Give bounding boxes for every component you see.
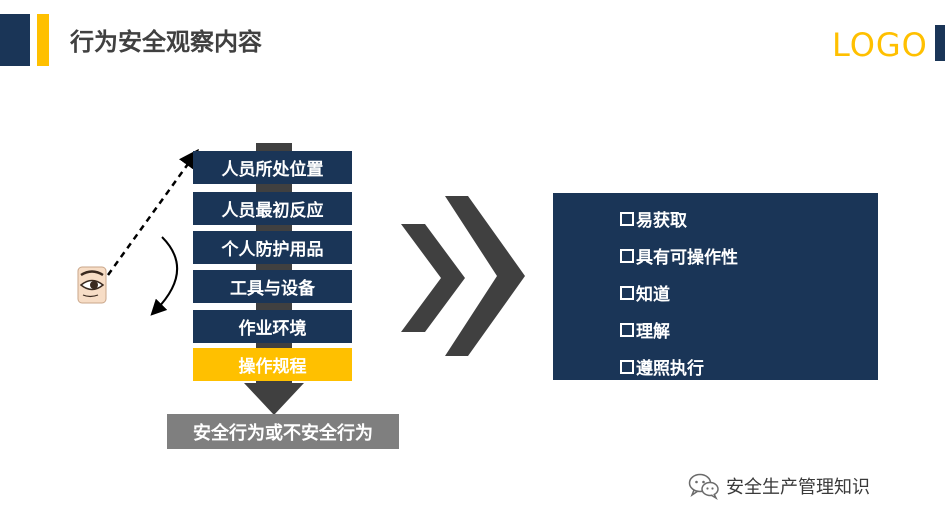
outcome-box: 安全行为或不安全行为 xyxy=(167,414,399,449)
checkbox-icon xyxy=(620,248,634,263)
page-title: 行为安全观察内容 xyxy=(70,28,262,56)
double-chevron-icon xyxy=(401,196,525,356)
header-accent-bar xyxy=(37,14,49,66)
watermark: 安全生产管理知识 xyxy=(688,472,870,500)
eye-icon xyxy=(77,266,107,304)
requirements-panel xyxy=(553,193,878,380)
stack-item-procedures: 操作规程 xyxy=(193,348,352,381)
sight-line-dashed-arrow xyxy=(106,148,199,276)
requirement-label: 遵照执行 xyxy=(636,359,704,379)
requirement-label: 知道 xyxy=(636,285,670,305)
requirement-item: 遵照执行 xyxy=(620,354,704,379)
stack-item-ppe: 个人防护用品 xyxy=(193,231,352,264)
stack-item-tools: 工具与设备 xyxy=(193,270,352,303)
header-right-navy-block xyxy=(935,25,945,61)
header-navy-block xyxy=(0,14,30,66)
requirement-item: 知道 xyxy=(620,280,670,305)
scan-curve-arrow xyxy=(150,236,178,316)
stack-item-position: 人员所处位置 xyxy=(193,151,352,184)
observation-lines xyxy=(106,148,199,316)
stack-item-reaction: 人员最初反应 xyxy=(193,192,352,225)
stack-item-environment: 作业环境 xyxy=(193,310,352,343)
watermark-text: 安全生产管理知识 xyxy=(726,477,870,498)
wechat-icon xyxy=(688,473,719,500)
requirement-label: 具有可操作性 xyxy=(636,248,738,268)
checkbox-icon xyxy=(620,211,634,226)
checkbox-icon xyxy=(620,359,634,374)
requirement-label: 理解 xyxy=(636,322,670,342)
checkbox-icon xyxy=(620,322,634,337)
requirement-label: 易获取 xyxy=(636,211,687,231)
requirement-item: 理解 xyxy=(620,317,670,342)
requirement-item: 具有可操作性 xyxy=(620,243,738,268)
requirement-item: 易获取 xyxy=(620,206,687,231)
checkbox-icon xyxy=(620,285,634,300)
logo: LOGO xyxy=(832,26,928,64)
